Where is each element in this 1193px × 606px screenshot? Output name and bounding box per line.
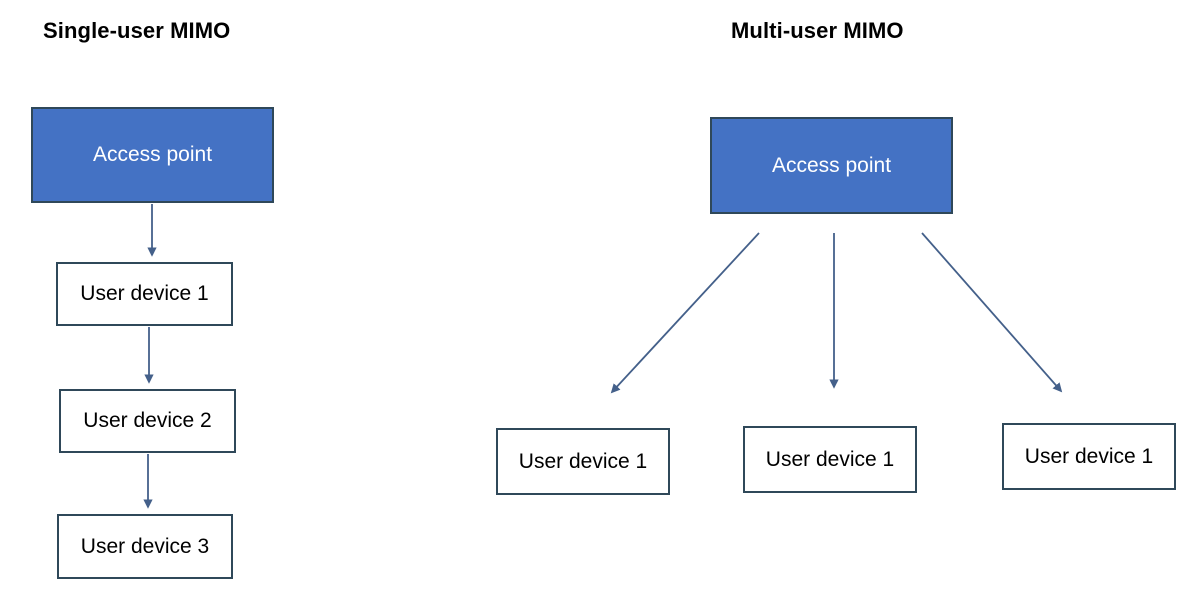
panel-title-multi-user: Multi-user MIMO	[731, 18, 904, 43]
multi-user-access-point-label: Access point	[771, 153, 892, 177]
multi-user-device-right-label: User device 1	[1024, 444, 1154, 468]
multi-user-device-left[interactable]: User device 1	[496, 428, 670, 495]
arrow-ap-to-device-left	[610, 232, 760, 394]
single-user-device-2-label: User device 2	[83, 409, 212, 432]
single-user-device-3[interactable]: User device 3	[57, 514, 233, 579]
multi-user-device-right[interactable]: User device 1	[1002, 423, 1176, 490]
single-user-device-2[interactable]: User device 2	[59, 389, 236, 453]
panel-title-single-user: Single-user MIMO	[43, 18, 231, 43]
multi-user-device-left-label: User device 1	[518, 449, 648, 473]
single-user-access-point[interactable]: Access point	[31, 107, 274, 203]
single-user-device-1-label: User device 1	[80, 282, 209, 305]
single-user-device-3-label: User device 3	[80, 534, 210, 558]
single-user-access-point-label: Access point	[92, 143, 213, 166]
single-user-device-1[interactable]: User device 1	[56, 262, 233, 326]
arrow-ap-to-device-right	[921, 232, 1063, 393]
multi-user-device-center-label: User device 1	[765, 447, 895, 471]
multi-user-device-center[interactable]: User device 1	[743, 426, 917, 493]
multi-user-access-point[interactable]: Access point	[710, 117, 953, 214]
